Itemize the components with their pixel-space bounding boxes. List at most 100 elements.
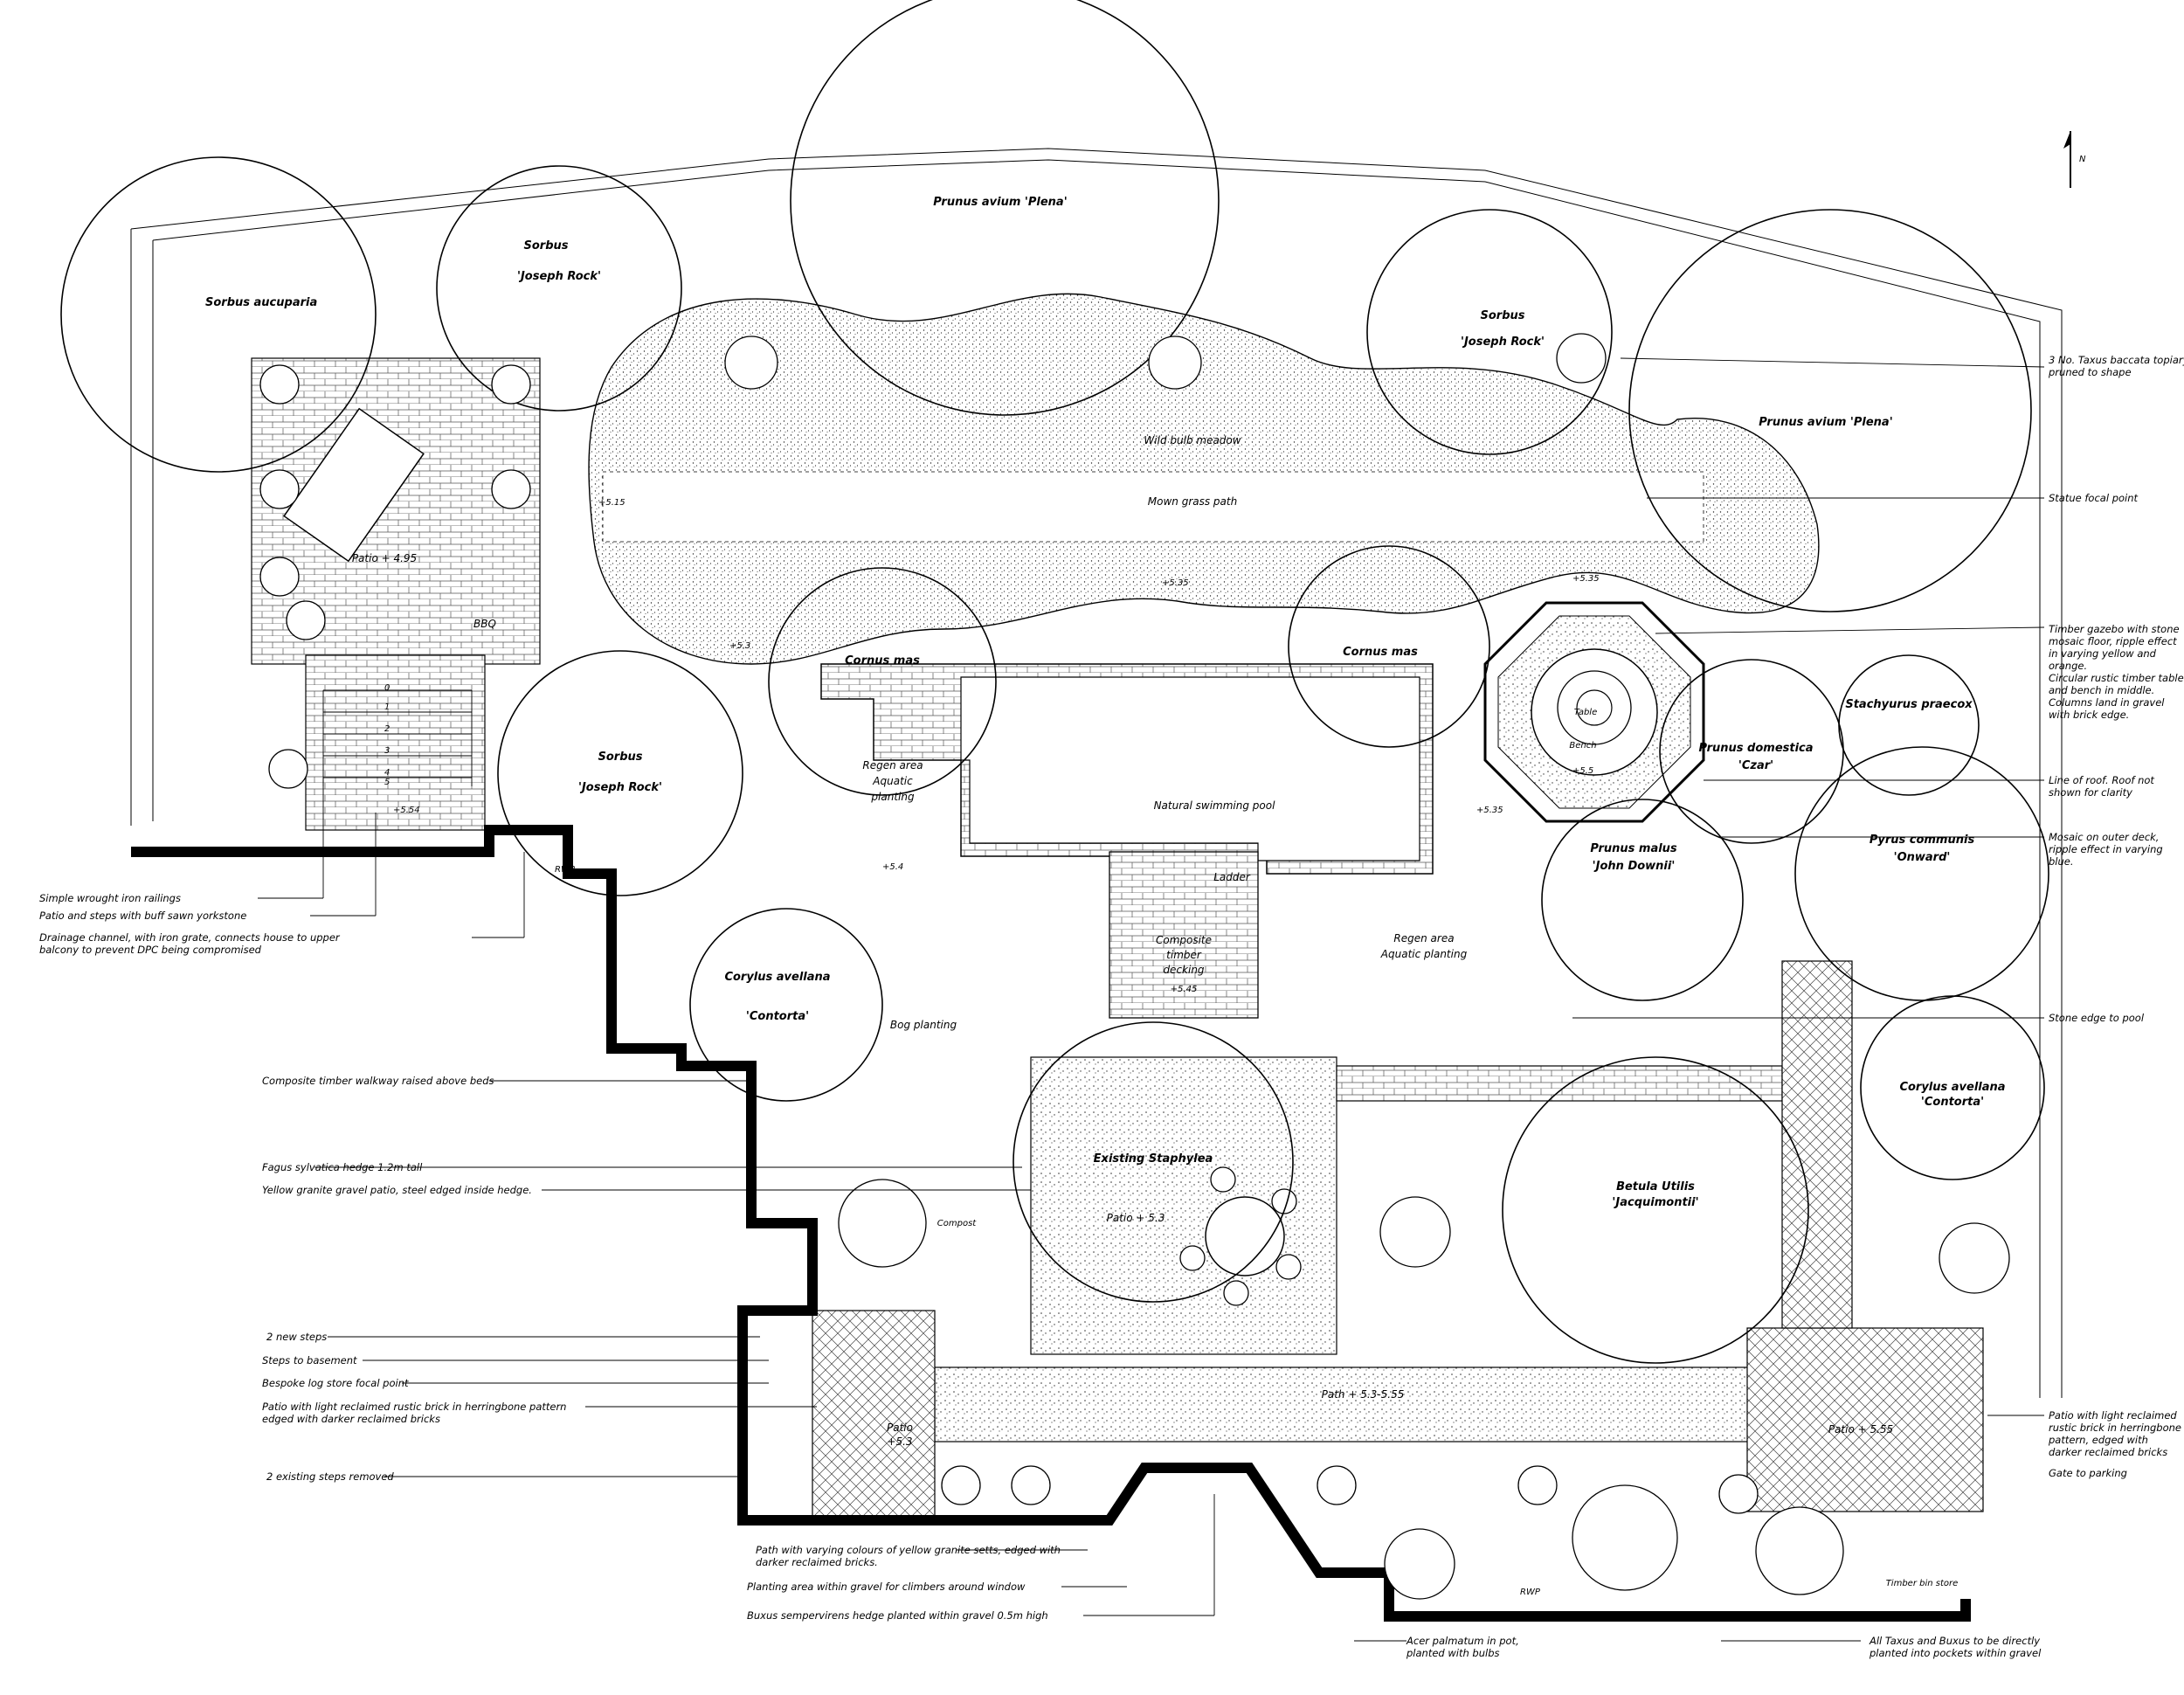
note-taxus-2: planted into pockets within gravel	[1869, 1647, 2042, 1659]
label-corylus-2b: 'Contorta'	[1921, 1096, 1984, 1109]
tree-corylus-2	[1860, 995, 2045, 1180]
label-central-patio: Patio + 5.3	[1107, 1212, 1165, 1224]
label-betula-a: Betula Utilis	[1616, 1180, 1695, 1193]
note-basement-steps: Steps to basement	[262, 1354, 357, 1366]
note-walkway: Composite timber walkway raised above be…	[262, 1075, 494, 1087]
bottom-notes: Path with varying colours of yellow gran…	[747, 1494, 2042, 1659]
garden-table-chairs	[1179, 1166, 1302, 1306]
label-sorbus-jr-3b: 'Joseph Rock'	[578, 781, 662, 794]
tree-prunus-avium-2	[1628, 209, 2032, 612]
note-gazebo-4: orange.	[2049, 660, 2087, 672]
timber-gazebo	[1483, 601, 1705, 823]
tree-prunus-avium-1	[790, 0, 1220, 416]
label-corylus-2a: Corylus avellana	[1899, 1081, 2005, 1094]
tree-sorbus-aucuparia	[60, 156, 377, 473]
note-herringbone-1: Patio with light reclaimed rustic brick …	[262, 1401, 566, 1413]
tree-cornus-mas-2	[1288, 545, 1490, 748]
note-mosaic-1: Mosaic on outer deck,	[2049, 831, 2159, 843]
label-pool: Natural swimming pool	[1154, 799, 1276, 812]
label-pyrus-a: Pyrus communis	[1870, 834, 1975, 847]
label-staphylea: Existing Staphylea	[1094, 1152, 1213, 1166]
level-2: +5.35	[1162, 578, 1189, 588]
step-3: 3	[384, 746, 390, 756]
note-log-store: Bespoke log store focal point	[262, 1377, 409, 1389]
label-sorbus-jr-3a: Sorbus	[598, 751, 642, 764]
label-mown-grass-path: Mown grass path	[1148, 495, 1237, 508]
note-setts-2: darker reclaimed bricks.	[756, 1556, 878, 1568]
composite-decking	[1109, 851, 1259, 1019]
step-numbers: 0 1 2 3 4 5	[384, 683, 390, 787]
label-regen-2a: Regen area	[1393, 932, 1454, 944]
right-notes: 3 No. Taxus baccata topiary pruned to sh…	[1572, 354, 2184, 1479]
upper-patio-steps-area	[305, 654, 486, 831]
tree-pyrus-communis	[1794, 746, 2049, 1001]
label-sorbus-aucuparia: Sorbus aucuparia	[205, 296, 317, 309]
boundary-fence	[130, 148, 2063, 1398]
tree-cornus-mas-1	[768, 567, 997, 796]
level-5: +5.5	[1572, 766, 1593, 776]
label-sorbus-jr-1b: 'Joseph Rock'	[517, 270, 601, 283]
house-wall	[131, 825, 1971, 1622]
note-gate: Gate to parking	[2049, 1467, 2127, 1479]
tree-stachyurus	[1838, 654, 1980, 796]
note-gazebo-8: with brick edge.	[2049, 709, 2129, 721]
note-patio-right-1: Patio with light reclaimed	[2049, 1409, 2177, 1422]
label-corylus-1a: Corylus avellana	[724, 971, 830, 984]
label-decking-b: timber	[1166, 949, 1202, 961]
label-decking-c: decking	[1163, 964, 1204, 976]
note-roof-1: Line of roof. Roof not	[2049, 774, 2154, 786]
label-prunus-avium-1: Prunus avium 'Plena'	[933, 196, 1067, 209]
level-markers: +5.15 +5.35 +5.3 +5.4 +5.5 +5.35 +5.54 +…	[393, 498, 1600, 872]
label-upper-patio: Patio + 4.95	[352, 552, 417, 564]
note-mosaic-2: ripple effect in varying	[2049, 843, 2163, 855]
label-regen-1a: Regen area	[862, 759, 923, 771]
note-yorkstone: Patio and steps with buff sawn yorkstone	[39, 910, 246, 922]
note-railings: Simple wrought iron railings	[39, 892, 181, 904]
label-betula-b: 'Jacquimontii'	[1612, 1196, 1698, 1209]
level-3: +5.3	[729, 641, 750, 651]
rwp-label-2: RWP	[1520, 1588, 1541, 1597]
note-taxus-topiary-1: 3 No. Taxus baccata topiary	[2049, 354, 2184, 366]
note-statue: Statue focal point	[2049, 492, 2139, 504]
granite-sett-path	[934, 1366, 1757, 1442]
label-cornus-mas-1: Cornus mas	[845, 654, 920, 668]
label-prunus-malus-a: Prunus malus	[1590, 842, 1677, 855]
label-table: Table	[1574, 708, 1597, 717]
label-sorbus-jr-2a: Sorbus	[1480, 309, 1524, 322]
label-prunus-malus-b: 'John Downii'	[1593, 860, 1676, 873]
note-steps-removed: 2 existing steps removed	[266, 1470, 394, 1483]
note-drainage-2: balcony to prevent DPC being compromised	[39, 944, 262, 956]
note-climbers: Planting area within gravel for climbers…	[747, 1581, 1026, 1593]
label-path: Path + 5.3-5.55	[1322, 1388, 1405, 1401]
label-sorbus-jr-2b: 'Joseph Rock'	[1461, 336, 1545, 349]
step-4: 4	[384, 768, 390, 778]
note-gazebo-5: Circular rustic timber table	[2049, 672, 2184, 684]
note-patio-right-2: rustic brick in herringbone	[2049, 1422, 2181, 1434]
note-taxus-1: All Taxus and Buxus to be directly	[1869, 1635, 2040, 1647]
note-gravel-patio: Yellow granite gravel patio, steel edged…	[262, 1184, 532, 1196]
tree-sorbus-joseph-rock-3	[497, 650, 743, 896]
note-new-steps: 2 new steps	[266, 1331, 327, 1343]
label-regen-1c: planting	[870, 791, 915, 803]
tree-sorbus-joseph-rock-1	[436, 165, 682, 412]
rwp-label-1: RWP	[555, 865, 576, 875]
label-prunus-avium-2: Prunus avium 'Plena'	[1759, 416, 1892, 429]
label-prunus-domestica-b: 'Czar'	[1738, 759, 1773, 772]
upper-patio-steps	[322, 689, 473, 786]
level-6: +5.35	[1476, 806, 1503, 815]
note-gazebo-3: in varying yellow and	[2049, 647, 2157, 660]
label-left-patio-a: Patio	[887, 1422, 913, 1434]
right-brick-patio	[1746, 1327, 1984, 1512]
level-8: +5.35	[1572, 574, 1600, 584]
label-decking-a: Composite	[1156, 934, 1212, 946]
note-patio-right-3: pattern, edged with	[2048, 1434, 2148, 1446]
label-cornus-mas-2: Cornus mas	[1343, 646, 1418, 659]
label-right-patio: Patio + 5.55	[1828, 1423, 1893, 1436]
note-gazebo-1: Timber gazebo with stone	[2049, 623, 2180, 635]
north-arrow: N	[2063, 131, 2086, 188]
step-1: 1	[384, 702, 390, 712]
level-4: +5.4	[882, 862, 903, 872]
tree-sorbus-joseph-rock-2	[1366, 209, 1613, 455]
left-notes: Simple wrought iron railings Patio and s…	[39, 778, 1031, 1483]
